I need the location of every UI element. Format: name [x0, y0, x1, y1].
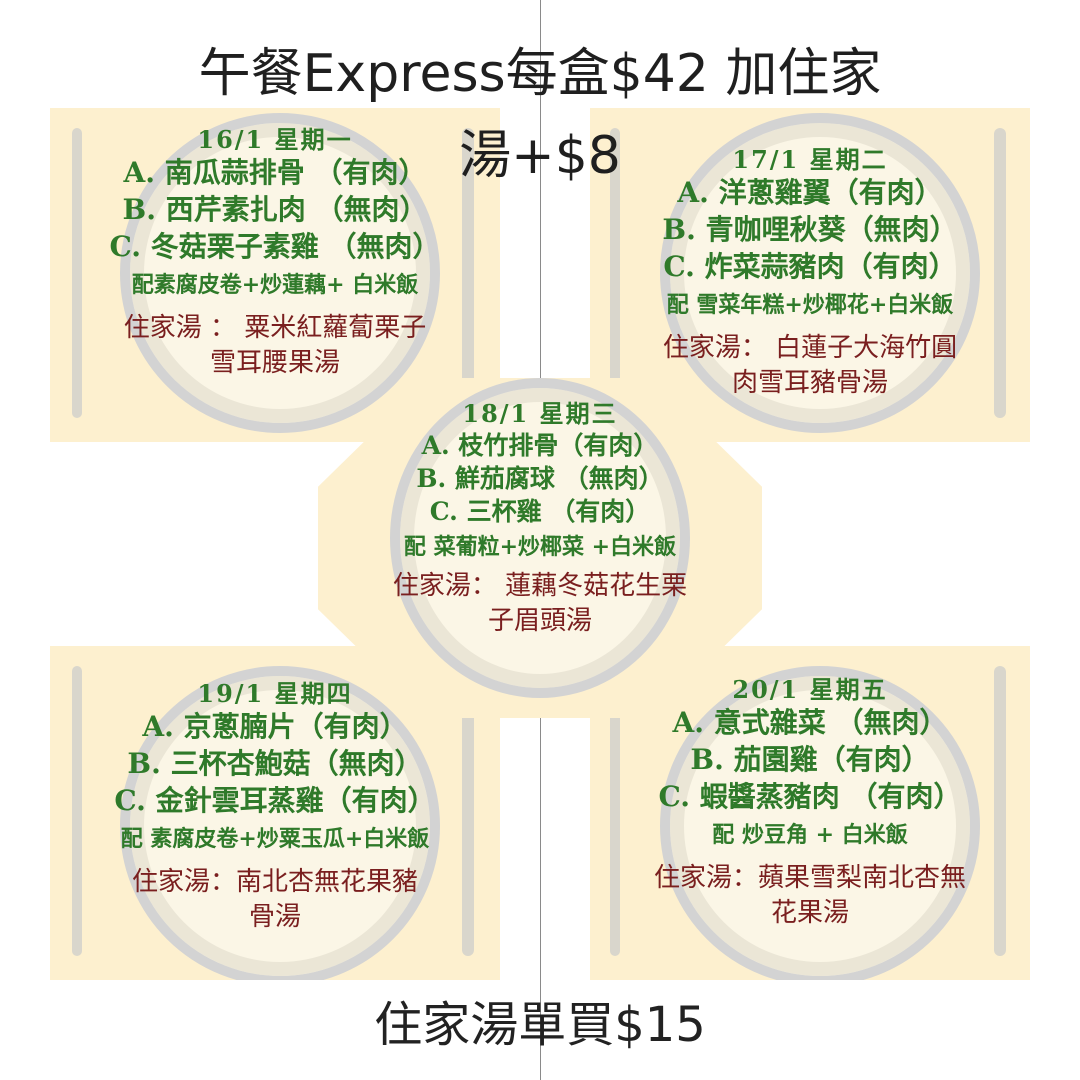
dish-c: C. 金針雲耳蒸雞（有肉）	[114, 783, 436, 817]
dish-a: A. 洋蔥雞翼（有肉）	[677, 176, 943, 209]
menu-text: 19/1 星期四 A. 京蔥腩片（有肉） B. 三杯杏鮑菇（無肉） C. 金針雲…	[50, 674, 500, 935]
menu-text: 17/1 星期二 A. 洋蔥雞翼（有肉） B. 青咖哩秋葵（無肉） C. 炸菜蒜…	[590, 140, 1030, 401]
plate-image	[390, 378, 690, 698]
dish-a: A. 枝竹排骨（有肉）	[421, 431, 659, 460]
dish-a: A. 意式雜菜 （無肉）	[672, 706, 948, 739]
side-dishes: 配素腐皮卷+炒蓮藕+ 白米飯	[131, 271, 419, 298]
menu-date: 20/1 星期五	[732, 675, 888, 704]
side-dishes: 配 素腐皮卷+炒粟玉瓜+白米飯	[120, 825, 430, 852]
plate-image	[660, 666, 980, 980]
side-dishes: 配 炒豆角 + 白米飯	[712, 821, 908, 848]
dish-c: C. 冬菇栗子素雞 （無肉）	[109, 229, 441, 263]
knife-image	[994, 128, 1006, 418]
plate-image	[120, 113, 440, 433]
knife-image	[462, 666, 474, 956]
fork-image	[610, 128, 620, 418]
soup-of-day: 住家湯：南北杏無花果豬骨湯	[131, 866, 418, 932]
fork-image	[72, 666, 82, 956]
side-dishes: 配 菜葡粒+炒椰菜 +白米飯	[403, 534, 677, 560]
menu-card-tuesday: 17/1 星期二 A. 洋蔥雞翼（有肉） B. 青咖哩秋葵（無肉） C. 炸菜蒜…	[590, 108, 1030, 442]
soup-price-footer: 住家湯單買$15	[374, 997, 706, 1053]
dish-c: C. 炸菜蒜豬肉（有肉）	[663, 249, 957, 283]
dish-b: B. 鮮茄腐球 （無肉）	[416, 464, 664, 493]
menu-date: 19/1 星期四	[197, 679, 353, 708]
menu-card-friday: 20/1 星期五 A. 意式雜菜 （無肉） B. 茄園雞（有肉） C. 蝦醬蒸豬…	[590, 646, 1030, 980]
menu-text: 20/1 星期五 A. 意式雜菜 （無肉） B. 茄園雞（有肉） C. 蝦醬蒸豬…	[590, 670, 1030, 931]
soup-of-day: 住家湯 ： 粟米紅蘿蔔栗子雪耳腰果湯	[123, 312, 427, 378]
dish-b: B. 西芹素扎肉 （無肉）	[122, 192, 428, 226]
dish-a: A. 南瓜蒜排骨 （有肉）	[123, 156, 427, 189]
fork-image	[610, 666, 620, 956]
knife-image	[462, 128, 474, 418]
price-header-line2: 湯+$8	[459, 126, 621, 186]
menu-card-wednesday: 18/1 星期三 A. 枝竹排骨（有肉） B. 鮮茄腐球 （無肉） C. 三杯雞…	[318, 378, 762, 718]
dish-c: C. 三杯雞 （有肉）	[429, 497, 651, 526]
side-dishes: 配 雪菜年糕+炒椰花+白米飯	[666, 291, 954, 318]
menu-text: 18/1 星期三 A. 枝竹排骨（有肉） B. 鮮茄腐球 （無肉） C. 三杯雞…	[318, 394, 762, 639]
menu-text: 16/1 星期一 A. 南瓜蒜排骨 （有肉） B. 西芹素扎肉 （無肉） C. …	[50, 120, 500, 381]
dish-a: A. 京蔥腩片（有肉）	[142, 710, 408, 743]
soup-of-day: 住家湯： 蓮藕冬菇花生栗子眉頭湯	[392, 570, 688, 636]
dish-b: B. 三杯杏鮑菇（無肉）	[127, 746, 423, 780]
dish-c: C. 蝦醬蒸豬肉 （有肉）	[658, 779, 962, 813]
plate-image	[120, 666, 440, 980]
dish-b: B. 茄園雞（有肉）	[690, 742, 930, 776]
knife-image	[994, 666, 1006, 956]
fork-image	[72, 128, 82, 418]
menu-date: 18/1 星期三	[462, 399, 618, 428]
soup-of-day: 住家湯： 白蓮子大海竹圓肉雪耳豬骨湯	[662, 332, 958, 398]
soup-of-day: 住家湯：蘋果雪梨南北杏無花果湯	[653, 862, 966, 928]
menu-date: 16/1 星期一	[197, 125, 353, 154]
price-header-line1: 午餐Express每盒$42 加住家	[198, 44, 882, 104]
menu-date: 17/1 星期二	[732, 145, 888, 174]
plate-image	[660, 113, 980, 433]
dish-b: B. 青咖哩秋葵（無肉）	[662, 212, 958, 246]
